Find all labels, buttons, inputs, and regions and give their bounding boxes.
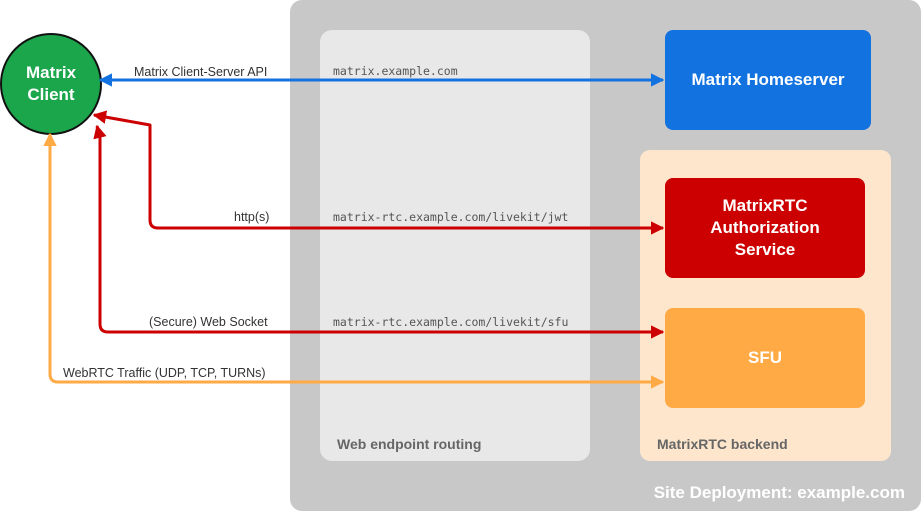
webrtc-arrow xyxy=(43,132,665,389)
cs-api-label: Matrix Client-Server API xyxy=(134,65,268,79)
cs-api-url: matrix.example.com xyxy=(333,64,458,78)
matrixrtc-authorization-service-node: MatrixRTC Authorization Service xyxy=(665,178,865,278)
websocket-label: (Secure) Web Socket xyxy=(149,315,268,329)
site-deployment-label: Site Deployment: example.com xyxy=(653,483,905,502)
webrtc-label: WebRTC Traffic (UDP, TCP, TURNs) xyxy=(63,366,266,380)
matrix-client-node: Matrix Client xyxy=(0,33,102,135)
websocket-url: matrix-rtc.example.com/livekit/sfu xyxy=(333,315,569,329)
http-url: matrix-rtc.example.com/livekit/jwt xyxy=(333,210,569,224)
matrixrtc-backend-label: MatrixRTC backend xyxy=(657,436,788,452)
http-label: http(s) xyxy=(234,210,270,224)
web-endpoint-routing-label: Web endpoint routing xyxy=(337,436,482,452)
sfu-node: SFU xyxy=(665,308,865,408)
matrix-homeserver-node: Matrix Homeserver xyxy=(665,30,871,130)
